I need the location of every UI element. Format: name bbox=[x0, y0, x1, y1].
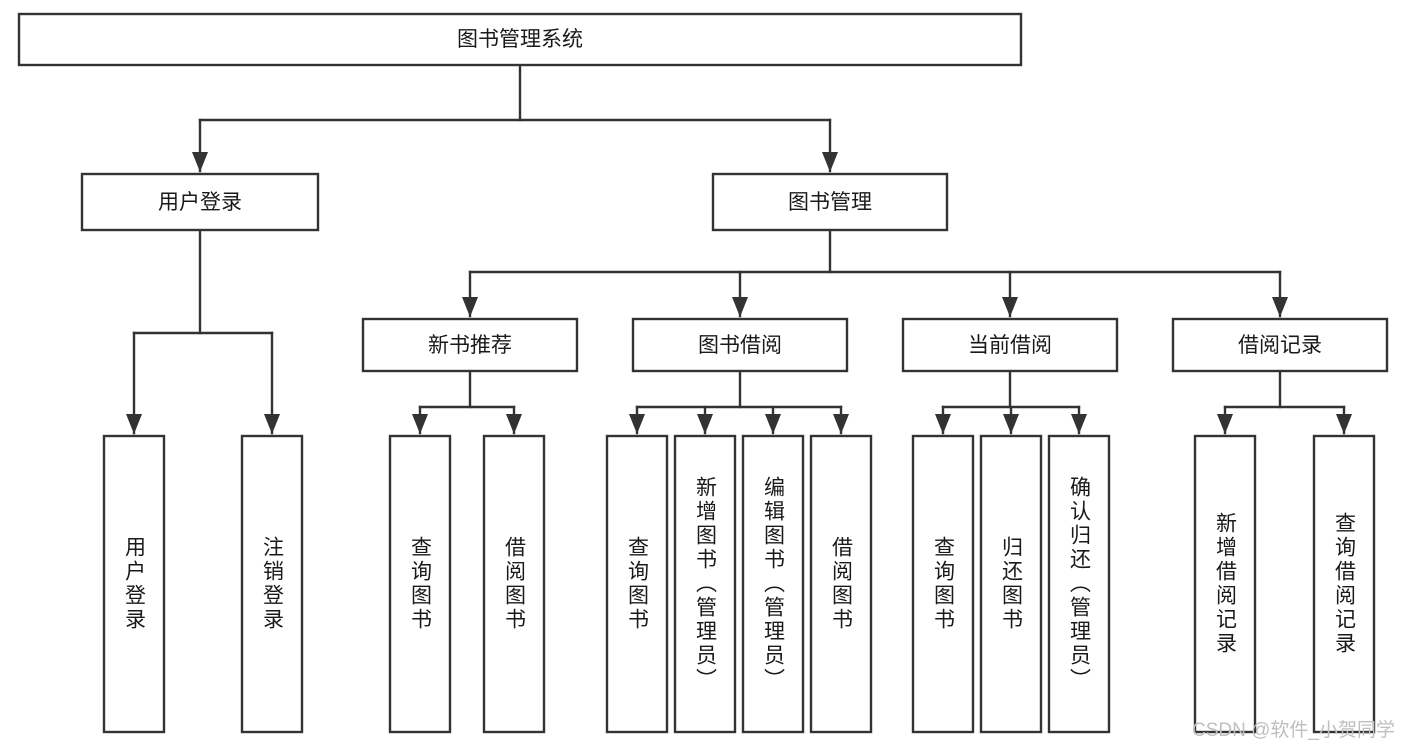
connector-arrowhead bbox=[732, 297, 748, 317]
node-leaf-1[interactable] bbox=[240, 434, 304, 734]
connector-arrowhead bbox=[1272, 297, 1288, 317]
node-leaf-5[interactable] bbox=[673, 434, 737, 734]
connector-arrowhead bbox=[1336, 414, 1352, 434]
node-leaf-6[interactable] bbox=[741, 434, 805, 734]
node-leaf-11[interactable] bbox=[1193, 434, 1257, 734]
connector-arrowhead bbox=[822, 152, 838, 172]
connector-layer bbox=[126, 64, 1352, 435]
node-leaf-3[interactable] bbox=[482, 434, 546, 734]
connector-arrowhead bbox=[192, 152, 208, 172]
node-leaf-2[interactable] bbox=[388, 434, 452, 734]
connector-arrowhead bbox=[462, 297, 478, 317]
node-leaf-9[interactable] bbox=[979, 434, 1043, 734]
node-leaf-10[interactable] bbox=[1047, 434, 1111, 734]
connector-arrowhead bbox=[935, 414, 951, 434]
node-leaf-7[interactable] bbox=[809, 434, 873, 734]
node-leaf-0[interactable] bbox=[102, 434, 166, 734]
node-leaf-8[interactable] bbox=[911, 434, 975, 734]
node-leaf-12[interactable] bbox=[1312, 434, 1376, 734]
node-root[interactable] bbox=[17, 12, 1023, 67]
connector-arrowhead bbox=[765, 414, 781, 434]
connector-arrowhead bbox=[629, 414, 645, 434]
connector-arrowhead bbox=[697, 414, 713, 434]
node-level3-3[interactable] bbox=[1171, 317, 1389, 373]
node-level3-0[interactable] bbox=[361, 317, 579, 373]
connector-arrowhead bbox=[833, 414, 849, 434]
connector-arrowhead bbox=[264, 414, 280, 434]
connector-arrowhead bbox=[506, 414, 522, 434]
node-level3-2[interactable] bbox=[901, 317, 1119, 373]
node-level2-1[interactable] bbox=[711, 172, 949, 232]
connector-arrowhead bbox=[1002, 297, 1018, 317]
node-level3-1[interactable] bbox=[631, 317, 849, 373]
connector-arrowhead bbox=[1003, 414, 1019, 434]
node-box-layer bbox=[17, 12, 1389, 734]
connector-arrowhead bbox=[412, 414, 428, 434]
connector-arrowhead bbox=[126, 414, 142, 434]
connector-arrowhead bbox=[1217, 414, 1233, 434]
node-leaf-4[interactable] bbox=[605, 434, 669, 734]
node-level2-0[interactable] bbox=[80, 172, 320, 232]
connector-arrowhead bbox=[1071, 414, 1087, 434]
